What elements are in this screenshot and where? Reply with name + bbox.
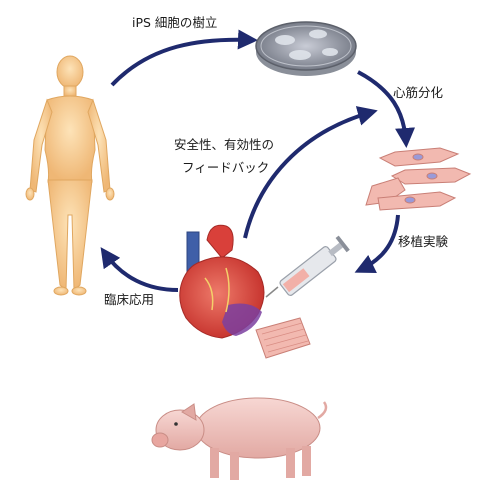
label-cardiomyocyte-differentiation: 心筋分化 bbox=[393, 85, 444, 100]
label-feedback-line1: 安全性、有効性の bbox=[174, 137, 274, 152]
label-transplant-experiment: 移植実験 bbox=[398, 234, 449, 249]
heart-icon bbox=[179, 224, 265, 339]
human-figure-icon bbox=[25, 55, 115, 296]
cell-sheet-icon bbox=[255, 317, 311, 359]
pig-icon bbox=[151, 397, 328, 480]
petri-dish-icon bbox=[255, 21, 357, 76]
labels: iPS 細胞の樹立 心筋分化 安全性、有効性の フィードバック 移植実験 臨床応… bbox=[104, 15, 449, 307]
label-clinical-application: 臨床応用 bbox=[104, 292, 154, 307]
arrow-human-to-dish bbox=[110, 29, 258, 87]
arrow-clinical bbox=[100, 247, 179, 292]
cardiomyocyte-cells-icon bbox=[365, 147, 472, 211]
arrow-feedback bbox=[243, 106, 378, 239]
syringe-icon bbox=[265, 235, 350, 298]
arrow-cells-to-transplant bbox=[354, 214, 400, 273]
label-feedback-line2: フィードバック bbox=[182, 160, 269, 175]
arrows bbox=[100, 29, 416, 292]
label-ips-establishment: iPS 細胞の樹立 bbox=[132, 15, 217, 30]
arrow-dish-to-cells bbox=[357, 70, 416, 148]
